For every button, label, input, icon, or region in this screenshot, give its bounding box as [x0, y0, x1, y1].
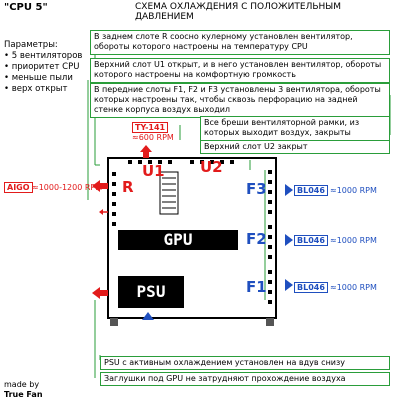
tag-top: TY-141 — [132, 122, 169, 133]
tag-f2: BL046 — [294, 235, 328, 246]
tag-rear: AIGO — [4, 182, 33, 193]
rpm-f2: ≈1000 RPM — [330, 236, 377, 245]
gpu-block: GPU — [118, 230, 238, 250]
rpm-f1: ≈1000 RPM — [330, 283, 377, 292]
psu-label: PSU — [136, 282, 166, 301]
rpm-f3: ≈1000 RPM — [330, 186, 377, 195]
gpu-label: GPU — [163, 230, 193, 249]
label-r: R — [122, 178, 134, 196]
params-item: • меньше пыли — [4, 73, 73, 83]
tag-f1: BL046 — [294, 282, 328, 293]
made-by: made by — [4, 380, 40, 389]
params-heading: Параметры: — [4, 40, 58, 50]
params-block: Параметры: • 5 вентиляторов • приоритет … — [4, 40, 82, 95]
psu-block: PSU — [118, 276, 184, 308]
note-psu: PSU с активным охлаждением установлен на… — [100, 356, 390, 370]
params-item: • приоритет CPU — [4, 62, 80, 72]
rpm-top: ≈600 RPM — [132, 133, 174, 142]
params-item: • 5 вентиляторов — [4, 51, 83, 61]
label-f1: F1 — [246, 278, 267, 296]
note-top-slot-closed: Верхний слот U2 закрыт — [200, 140, 390, 154]
author: True Fan — [4, 390, 43, 399]
note-front-fans: В передние слоты F1, F2 и F3 установлены… — [90, 83, 390, 118]
label-f2: F2 — [246, 230, 267, 248]
note-frame-gaps: Все бреши вентиляторной рамки, из которы… — [200, 116, 390, 141]
params-item: • верх открыт — [4, 84, 68, 94]
tag-f3: BL046 — [294, 185, 328, 196]
title-right: СХЕМА ОХЛАЖДЕНИЯ С ПОЛОЖИТЕЛЬНЫМ ДАВЛЕНИ… — [135, 2, 341, 22]
label-u1: U1 — [142, 162, 165, 180]
label-u2: U2 — [200, 158, 223, 176]
title-left: "CPU 5" — [4, 2, 48, 13]
note-rear-fan: В заднем слоте R соосно кулерному устано… — [90, 30, 390, 55]
note-top-fan: Верхний слот U1 открыт, и в него установ… — [90, 58, 390, 83]
label-f3: F3 — [246, 180, 267, 198]
note-gpu-blanks: Заглушки под GPU не затрудняют прохожден… — [100, 372, 390, 386]
rpm-rear: ≈1000-1200 RPM — [32, 183, 103, 192]
